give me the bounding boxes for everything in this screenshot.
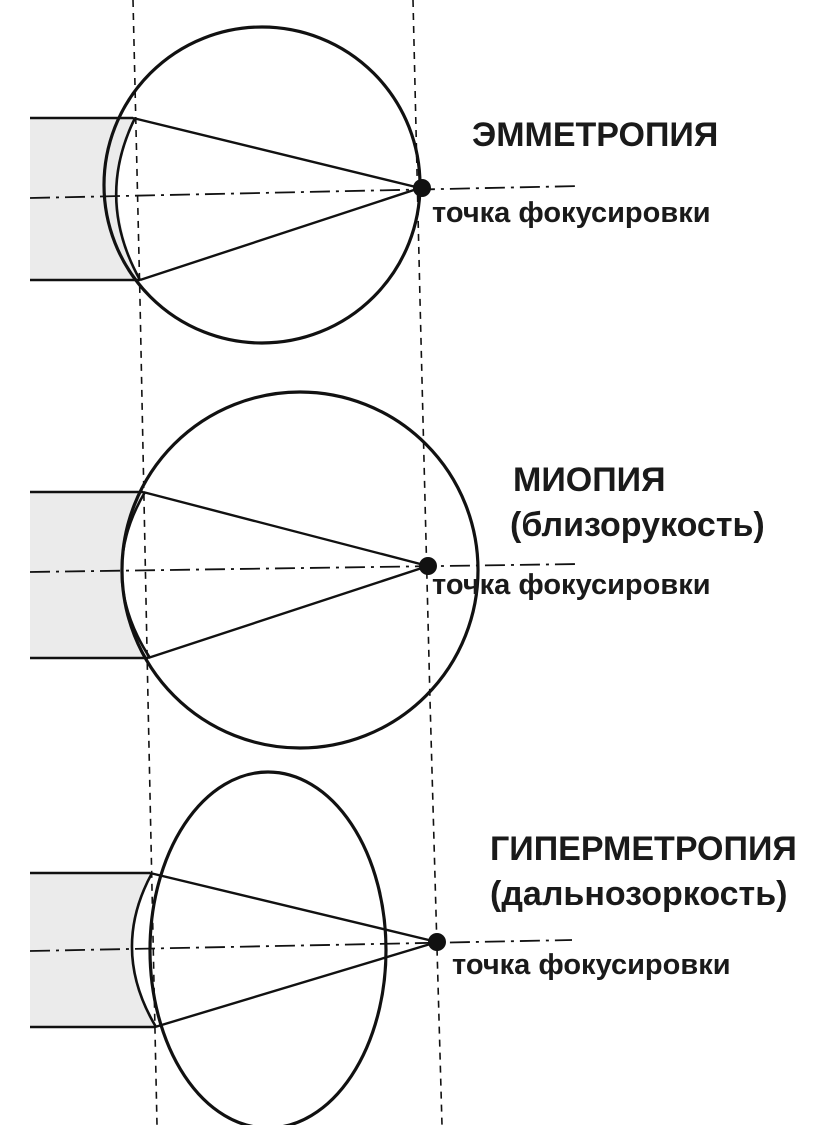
optical-axis: [29, 939, 573, 952]
emmetropia-eye: [29, 25, 581, 345]
right-guide-line: [412, 0, 443, 1125]
optical-axis: [29, 185, 581, 199]
incoming-light-beam: [30, 118, 140, 280]
emmetropia-focus-label: точка фокусировки: [432, 197, 711, 229]
emmetropia-title: ЭММЕТРОПИЯ: [472, 116, 718, 154]
hypermetropia-subtitle: (дальнозоркость): [490, 875, 787, 913]
hypermetropia-title: ГИПЕРМЕТРОПИЯ: [490, 830, 797, 868]
lens-curve: [114, 117, 142, 281]
lens-curve: [130, 872, 158, 1028]
refracted-ray-bottom: [147, 564, 429, 660]
focus-point: [428, 933, 446, 951]
refracted-ray-bottom: [154, 940, 438, 1029]
lens-curve: [120, 491, 152, 659]
focus-point: [419, 557, 437, 575]
optical-axis: [29, 563, 581, 573]
myopia-eye: [29, 390, 581, 750]
myopia-subtitle: (близорукость): [510, 506, 765, 544]
myopia-title: МИОПИЯ: [513, 461, 666, 499]
focus-point: [413, 179, 431, 197]
refracted-ray-bottom: [139, 186, 421, 282]
refracted-ray-top: [149, 871, 438, 944]
myopia-focus-label: точка фокусировки: [432, 569, 711, 601]
incoming-light-beam: [30, 492, 148, 658]
hypermetropia-focus-label: точка фокусировки: [452, 949, 731, 981]
refracted-ray-top: [132, 116, 421, 190]
left-guide-line: [132, 0, 158, 1125]
eyeball-outline: [148, 770, 388, 1125]
hypermetropia-eye: [29, 770, 573, 1125]
refracted-ray-top: [142, 490, 429, 568]
eyeball-outline: [102, 25, 422, 345]
